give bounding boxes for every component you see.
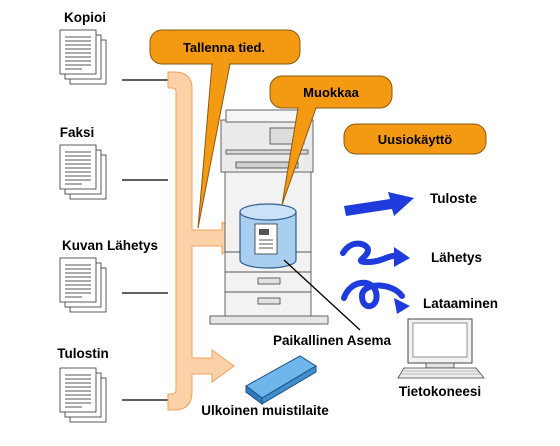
send-arrow-icon: [340, 240, 410, 267]
source-connectors: [122, 79, 168, 401]
printer-documents-icon: [59, 367, 107, 423]
save-data-label: Tallenna tied.: [183, 40, 265, 55]
print-arrow-icon: [344, 192, 414, 216]
computer-label: Tietokoneesi: [399, 384, 481, 399]
reuse-bubble: Uusiokäyttö: [343, 123, 487, 155]
edit-label: Muokkaa: [303, 85, 359, 100]
download-output-label: Lataaminen: [423, 296, 498, 311]
send-output-label: Lähetys: [431, 250, 482, 265]
copy-documents-icon: [59, 29, 107, 85]
print-output-label: Tuloste: [430, 191, 477, 206]
fax-label: Faksi: [60, 125, 95, 140]
save-data-bubble: Tallenna tied.: [149, 29, 301, 229]
local-drive-label: Paikallinen Asema: [273, 333, 392, 348]
fax-documents-icon: [59, 144, 107, 200]
image-send-label: Kuvan Lähetys: [62, 238, 158, 253]
computer-icon: [397, 318, 485, 379]
external-memory-label: Ulkoinen muistilaite: [201, 403, 329, 418]
copy-label: Kopioi: [64, 10, 106, 25]
download-arrow-icon: [341, 280, 410, 314]
local-drive-icon: [239, 203, 297, 269]
local-drive-pointer: [283, 259, 361, 331]
data-flow-band: [167, 71, 245, 411]
image-send-documents-icon: [59, 257, 107, 313]
reuse-label: Uusiokäyttö: [378, 132, 452, 147]
edit-bubble: Muokkaa: [269, 75, 393, 206]
printer-label: Tulostin: [57, 346, 109, 361]
usb-memory-icon: [245, 355, 317, 405]
